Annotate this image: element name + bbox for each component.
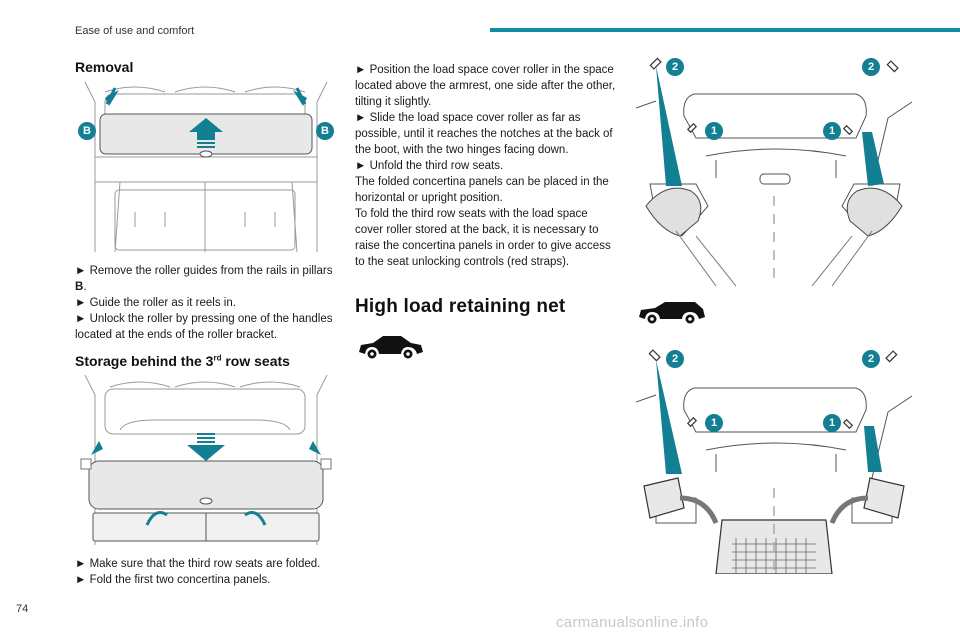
- callout-1-top-left: 1: [705, 122, 723, 140]
- pillar-b-label-left: B: [78, 122, 96, 140]
- installation-steps: ► Position the load space cover roller i…: [355, 62, 617, 270]
- callout-1-top-right: 1: [823, 122, 841, 140]
- header-accent-bar: [490, 28, 960, 32]
- callout-1-bottom-left: 1: [705, 414, 723, 432]
- install-step-3: ► Unfold the third row seats.: [355, 160, 504, 172]
- removal-step-2: ► Guide the roller as it reels in.: [75, 297, 236, 309]
- install-step-1: ► Position the load space cover roller i…: [355, 64, 616, 108]
- callout-2-top-right: 2: [862, 58, 880, 76]
- storage-heading: Storage behind the 3rd row seats: [75, 353, 290, 369]
- install-step-2: ► Slide the load space cover roller as f…: [355, 112, 613, 156]
- callout-1-bottom-right: 1: [823, 414, 841, 432]
- page-number: 74: [16, 603, 29, 615]
- storage-illustration: [75, 375, 337, 551]
- removal-step-1: ► Remove the roller guides from the rail…: [75, 265, 333, 293]
- storage-step-2: ► Fold the first two concertina panels.: [75, 574, 271, 586]
- section-title: Ease of use and comfort: [75, 25, 195, 37]
- storage-step-1: ► Make sure that the third row seats are…: [75, 558, 321, 570]
- net-anchor-diagram-top: [636, 56, 912, 286]
- callout-2-bottom-left: 2: [666, 350, 684, 368]
- estate-silhouette-icon: [637, 299, 707, 325]
- callout-2-bottom-right: 2: [862, 350, 880, 368]
- install-note-2: To fold the third row seats with the loa…: [355, 208, 611, 268]
- storage-steps: ► Make sure that the third row seats are…: [75, 556, 337, 588]
- removal-illustration: [75, 82, 337, 258]
- net-heading: High load retaining net: [355, 296, 566, 317]
- removal-steps: ► Remove the roller guides from the rail…: [75, 263, 337, 343]
- callout-2-top-left: 2: [666, 58, 684, 76]
- removal-step-3: ► Unlock the roller by pressing one of t…: [75, 313, 333, 341]
- pillar-b-label-right: B: [316, 122, 334, 140]
- removal-heading: Removal: [75, 59, 134, 75]
- watermark: carmanualsonline.info: [556, 614, 709, 631]
- net-anchor-diagram-bottom: [636, 348, 912, 574]
- suv-silhouette-icon: [357, 334, 425, 360]
- install-note-1: The folded concertina panels can be plac…: [355, 176, 609, 204]
